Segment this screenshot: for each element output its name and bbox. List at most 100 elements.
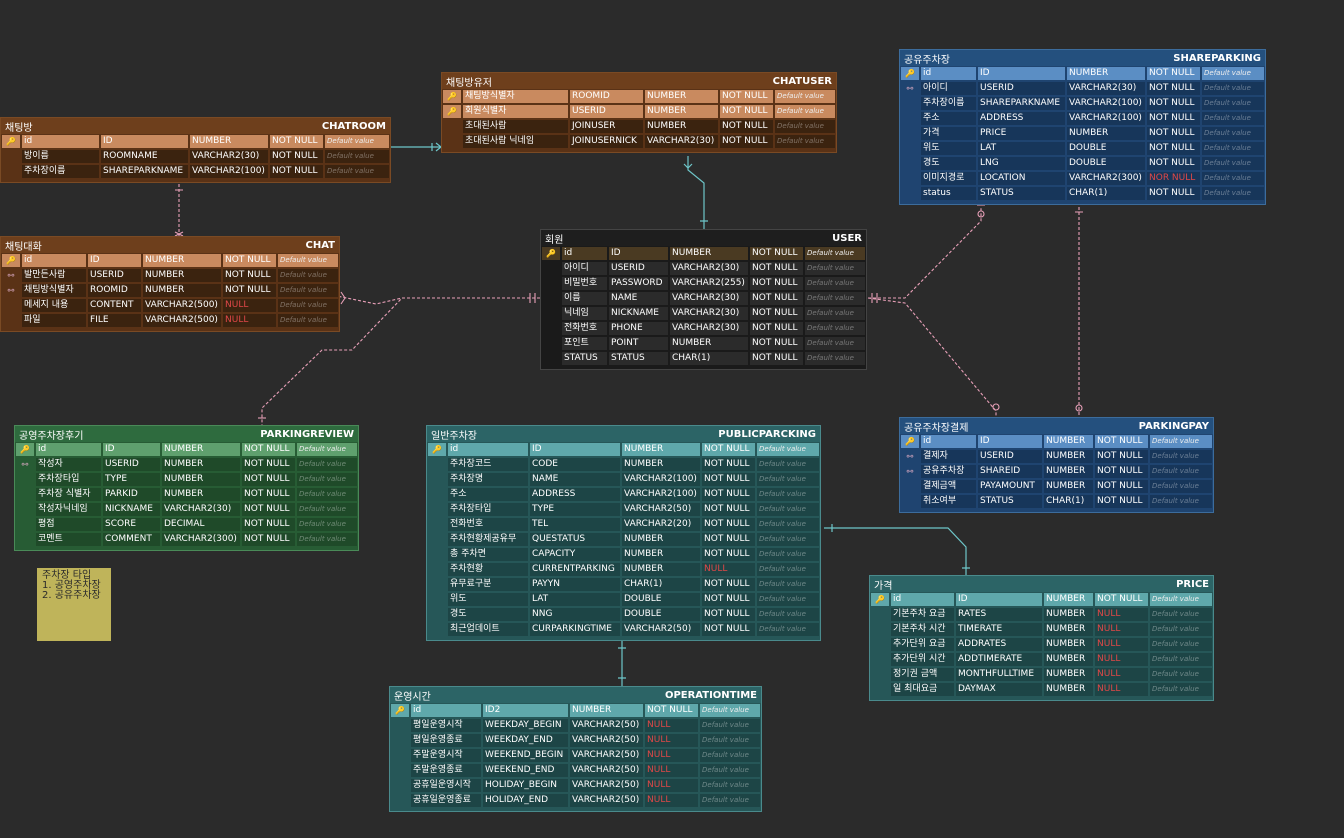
column-type: VARCHAR2(500) [143,314,221,327]
column-name: PASSWORD [609,277,668,290]
column-default: Default value [278,299,338,312]
sticky-note[interactable]: 주차장 타입 1. 공영주차장 2. 공유주차장 [37,568,111,641]
column-label: 평일운영시작 [411,719,481,732]
column-type: VARCHAR2(100) [622,473,700,486]
column-label: 공휴일운영종료 [411,794,481,807]
column-type: DOUBLE [622,593,700,606]
column-name: PAYYN [530,578,620,591]
column-type: NUMBER [622,458,700,471]
column-default: Default value [805,337,865,350]
column-default: Default value [757,503,819,516]
